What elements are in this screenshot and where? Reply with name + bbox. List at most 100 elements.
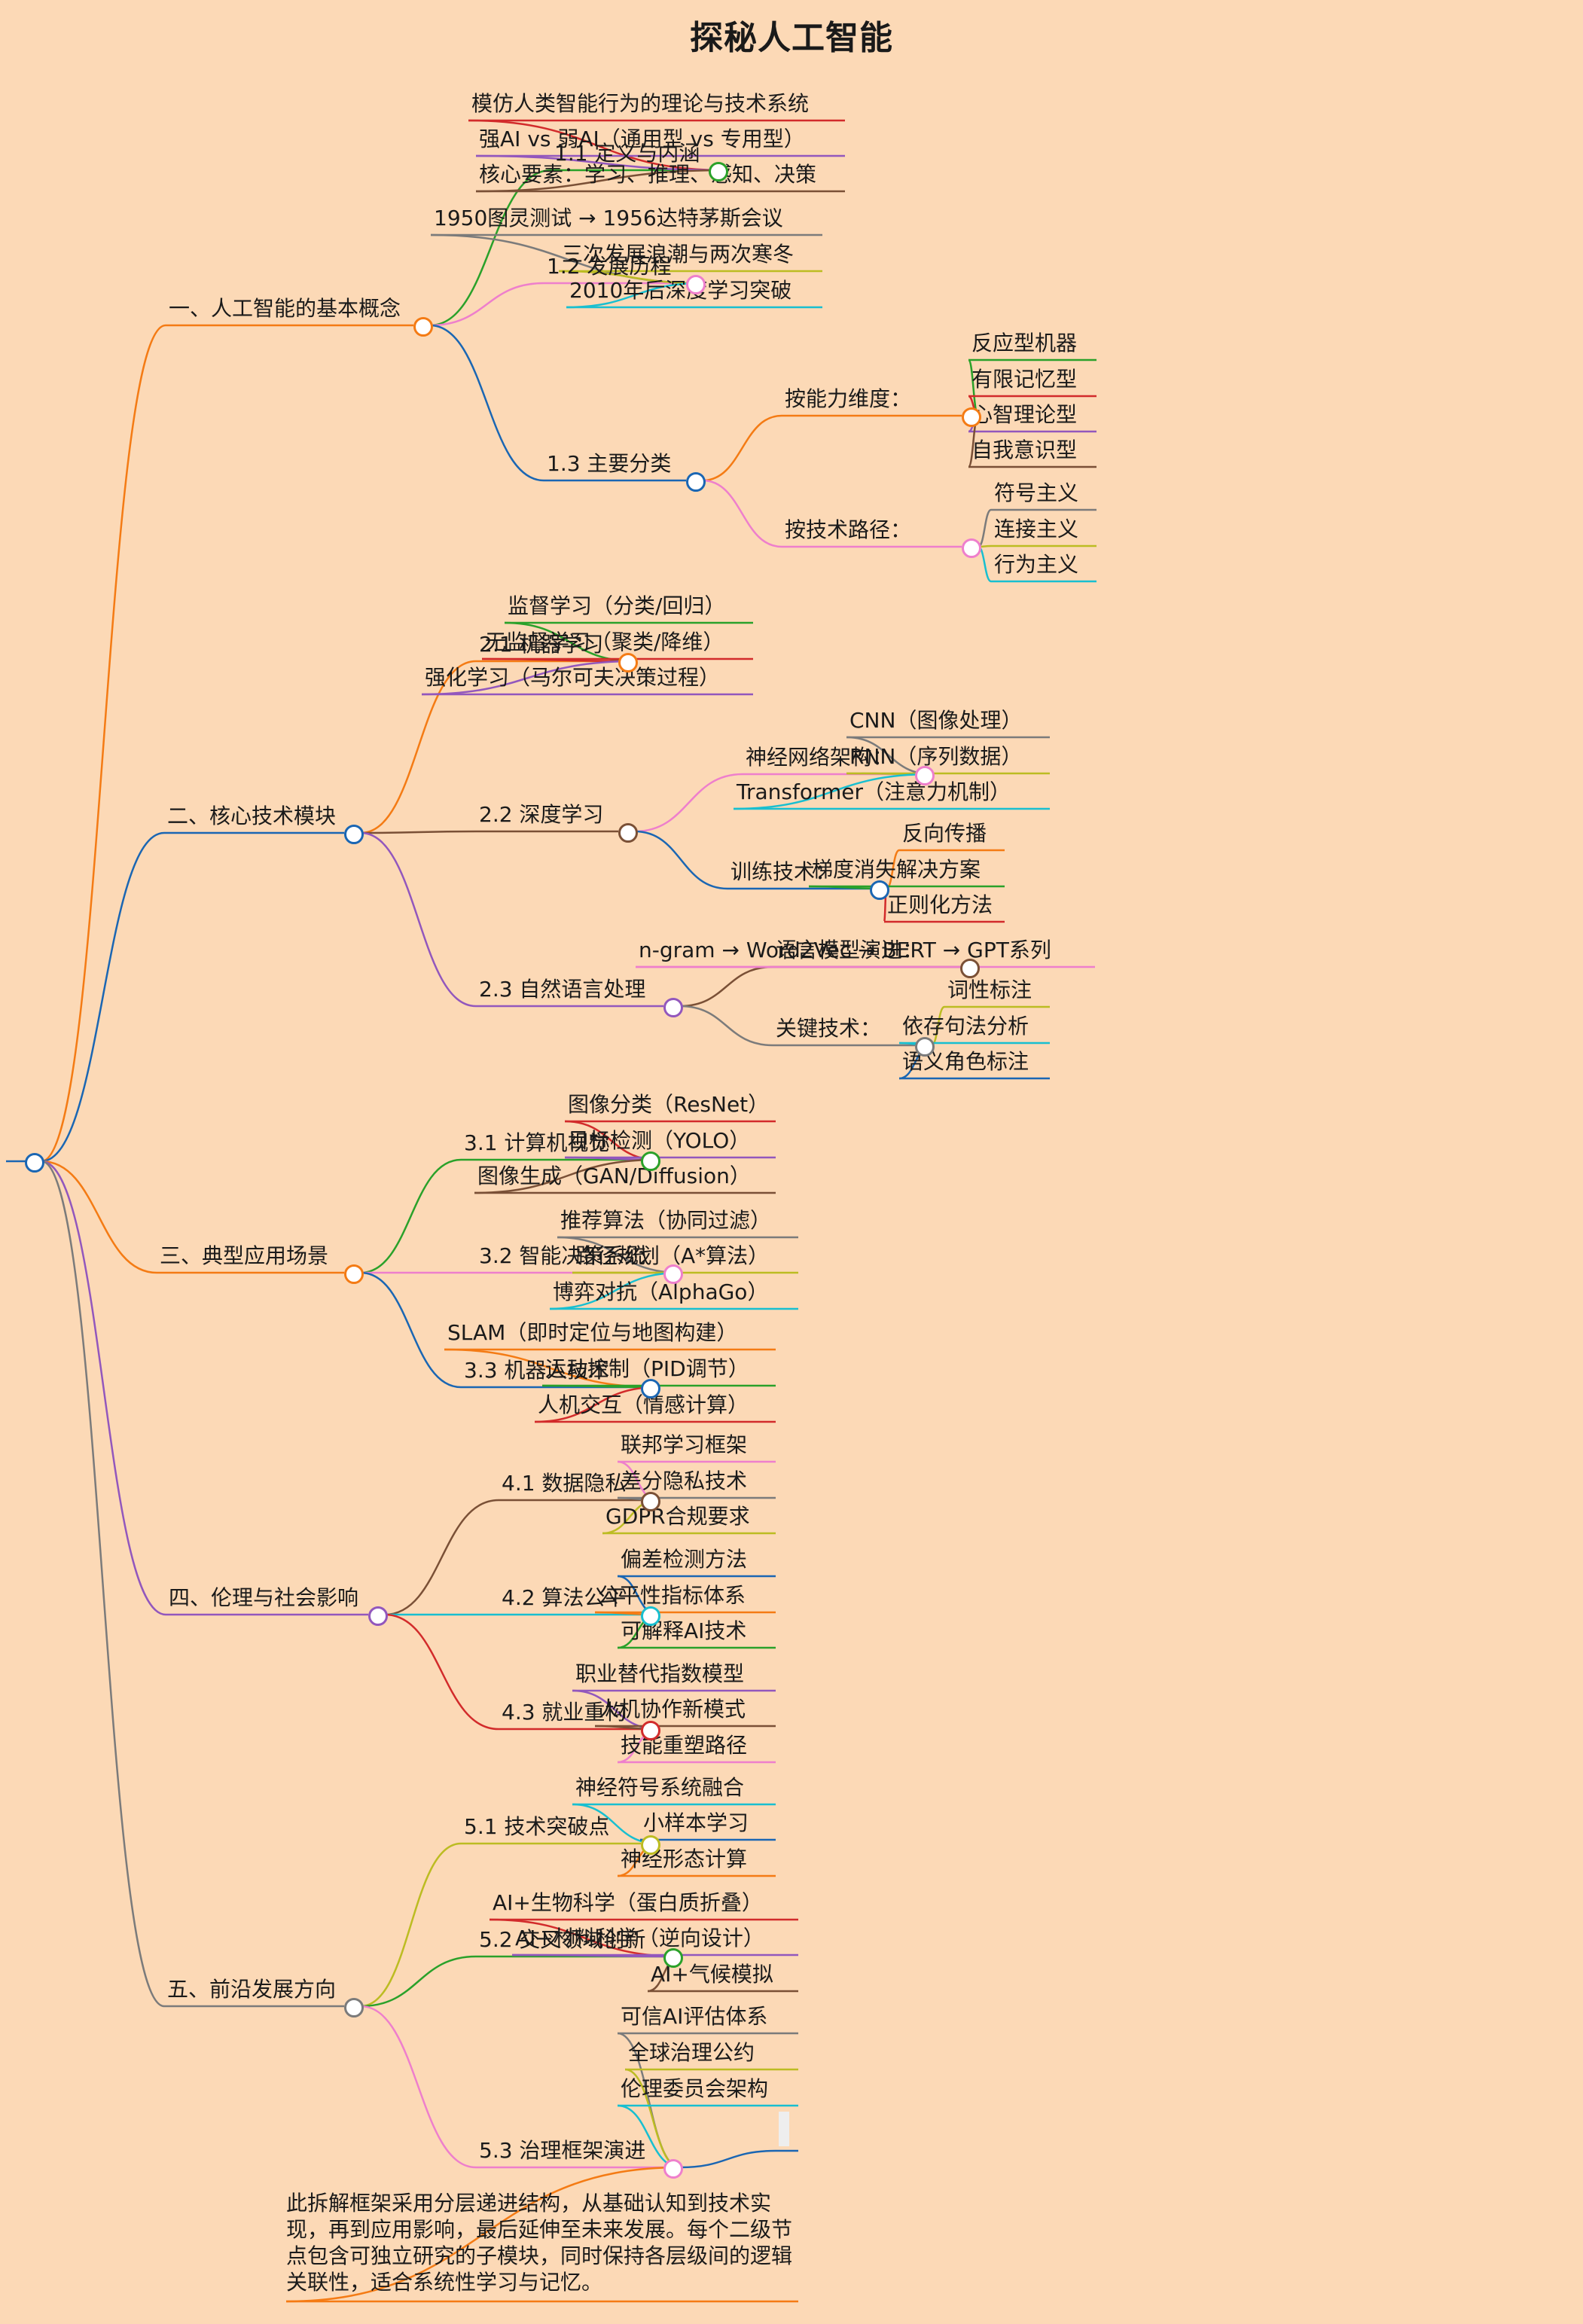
branch-connector xyxy=(41,831,165,1163)
expand-node-2-3-自然语言处理[interactable] xyxy=(663,998,683,1017)
expand-node-3-3-机器人技术[interactable] xyxy=(641,1379,660,1398)
node-label: RNN（序列数据） xyxy=(849,744,1023,769)
expand-node-3-1-计算机视觉[interactable] xyxy=(641,1151,660,1171)
node-label: 核心要素：学习、推理、感知、决策 xyxy=(479,162,817,187)
expand-node-5-1-技术突破点[interactable] xyxy=(641,1835,660,1855)
node-label: 正则化方法 xyxy=(887,892,993,917)
node-label: SLAM（即时定位与地图构建） xyxy=(447,1320,738,1345)
node-label: 有限记忆型 xyxy=(971,367,1078,392)
empty-placeholder xyxy=(779,2112,789,2146)
node-label: 图像生成（GAN/Diffusion） xyxy=(477,1164,751,1188)
branch-connector xyxy=(978,508,992,548)
page-title: 探秘人工智能 xyxy=(690,19,893,57)
node-label: 强AI vs 弱AI（通用型 vs 专用型） xyxy=(479,127,805,151)
node-label: 反应型机器 xyxy=(971,331,1078,355)
root-node[interactable] xyxy=(25,1153,44,1173)
expand-node-5-3-治理框架演进[interactable] xyxy=(663,2159,683,2179)
node-label: 运动控制（PID调节） xyxy=(545,1356,749,1381)
expand-node-1-1-定义与内涵[interactable] xyxy=(709,162,728,181)
expand-node-五-前沿发展方向[interactable] xyxy=(344,1998,364,2017)
branch-connector xyxy=(475,169,726,193)
node-label: CNN（图像处理） xyxy=(849,708,1023,733)
node-label: 五、前沿发展方向 xyxy=(167,1977,337,2002)
node-label: 推荐算法（协同过滤） xyxy=(560,1208,772,1233)
expand-node-5-2-交叉领域创新[interactable] xyxy=(663,1948,683,1968)
node-label: 神经网络架构： xyxy=(746,745,894,770)
node-label: 三次发展浪潮与两次寒冬 xyxy=(562,242,795,267)
expand-node-4-2-算法公平[interactable] xyxy=(641,1606,660,1626)
branch-connector xyxy=(41,324,166,1163)
expand-node-4-3-就业重构[interactable] xyxy=(641,1721,660,1740)
expand-node-1-2-发展历程[interactable] xyxy=(686,275,706,294)
expand-node-按能力维度[interactable] xyxy=(962,407,981,427)
branch-connector xyxy=(360,830,477,834)
node-label: 4.3 就业重构 xyxy=(502,1700,627,1725)
branch-connector xyxy=(557,1236,681,1274)
expand-node-关键技术[interactable] xyxy=(915,1037,935,1057)
expand-node-3-2-智能决策系统[interactable] xyxy=(663,1264,683,1284)
node-label: 强化学习（马尔可夫决策过程） xyxy=(425,665,721,690)
node-label: AI+材料科学（逆向设计） xyxy=(515,1926,764,1950)
branch-connector xyxy=(566,282,703,309)
node-label: 心智理论型 xyxy=(971,402,1078,427)
node-label: 语言模型演进： xyxy=(776,938,924,962)
node-label: 3.2 智能决策系统 xyxy=(479,1243,646,1268)
branch-connector xyxy=(429,169,552,327)
node-label: 训练技术： xyxy=(730,859,837,884)
node-label: 2010年后深度学习突破 xyxy=(569,278,792,303)
branch-connector xyxy=(360,831,477,1008)
branch-connector xyxy=(429,282,544,327)
node-label: 1.1 定义与内涵 xyxy=(554,141,700,166)
node-label: 无监督学习（聚类/降维） xyxy=(485,630,724,654)
node-label: 按技术路径： xyxy=(785,517,912,542)
node-label: 2.1 机器学习 xyxy=(479,632,604,657)
node-label: 4.2 算法公平 xyxy=(502,1585,627,1610)
expand-node-4-1-数据隐私[interactable] xyxy=(641,1492,660,1511)
node-label: 博弈对抗（AlphaGo） xyxy=(553,1279,769,1304)
node-label: GDPR合规要求 xyxy=(605,1504,750,1529)
branch-connector xyxy=(421,660,636,696)
branch-connector xyxy=(360,1158,462,1274)
branch-connector xyxy=(679,1005,773,1047)
node-label: 2.2 深度学习 xyxy=(479,802,604,827)
branch-connector xyxy=(360,2005,477,2169)
expand-node-2-2-深度学习[interactable] xyxy=(618,823,638,843)
expand-node-按技术路径[interactable] xyxy=(962,538,981,558)
expand-node-四-伦理与社会影响[interactable] xyxy=(368,1606,388,1626)
branch-connector xyxy=(360,1271,462,1389)
node-label: 5.2 交叉领域创新 xyxy=(479,1927,646,1952)
node-label: 四、伦理与社会影响 xyxy=(169,1585,359,1610)
node-label: 梯度消失解决方案 xyxy=(812,857,981,882)
branch-connector xyxy=(534,1386,658,1423)
node-label: 偏差检测方法 xyxy=(621,1547,748,1572)
expand-node-训练技术[interactable] xyxy=(870,880,889,900)
branch-connector xyxy=(634,773,743,833)
node-label: 3.3 机器人技术 xyxy=(464,1358,610,1383)
expand-node-1-3-主要分类[interactable] xyxy=(686,472,706,492)
branch-connector xyxy=(41,1160,165,2008)
expand-node-三-典型应用场景[interactable] xyxy=(344,1264,364,1284)
node-label: 符号主义 xyxy=(994,480,1079,505)
node-label: 可解释AI技术 xyxy=(621,1618,747,1643)
node-label: 反向传播 xyxy=(902,821,987,846)
node-label: 伦理委员会架构 xyxy=(621,2076,769,2101)
node-label: 4.1 数据隐私 xyxy=(502,1471,627,1496)
node-label: 神经符号系统融合 xyxy=(575,1775,745,1800)
node-label: 3.1 计算机视觉 xyxy=(464,1130,610,1155)
node-label: 模仿人类智能行为的理论与技术系统 xyxy=(471,91,810,116)
expand-node-神经网络架构[interactable] xyxy=(915,766,935,785)
expand-node-一-人工智能的基本概念[interactable] xyxy=(413,317,433,337)
node-label: 一、人工智能的基本概念 xyxy=(169,296,401,321)
node-label: 小样本学习 xyxy=(643,1810,749,1835)
node-label: 技能重塑路径 xyxy=(621,1733,748,1758)
node-label: 自我意识型 xyxy=(971,438,1078,462)
node-label: 差分隐私技术 xyxy=(621,1469,748,1493)
branch-connector xyxy=(468,119,726,172)
expand-node-语言模型演进[interactable] xyxy=(960,959,980,978)
node-label: 2.3 自然语言处理 xyxy=(479,977,646,1002)
node-label: 1.2 发展历程 xyxy=(547,254,672,279)
expand-node-2-1-机器学习[interactable] xyxy=(618,653,638,672)
expand-node-二-核心技术模块[interactable] xyxy=(344,825,364,844)
node-label: 职业替代指数模型 xyxy=(575,1661,745,1686)
branch-connector xyxy=(41,1160,157,1274)
